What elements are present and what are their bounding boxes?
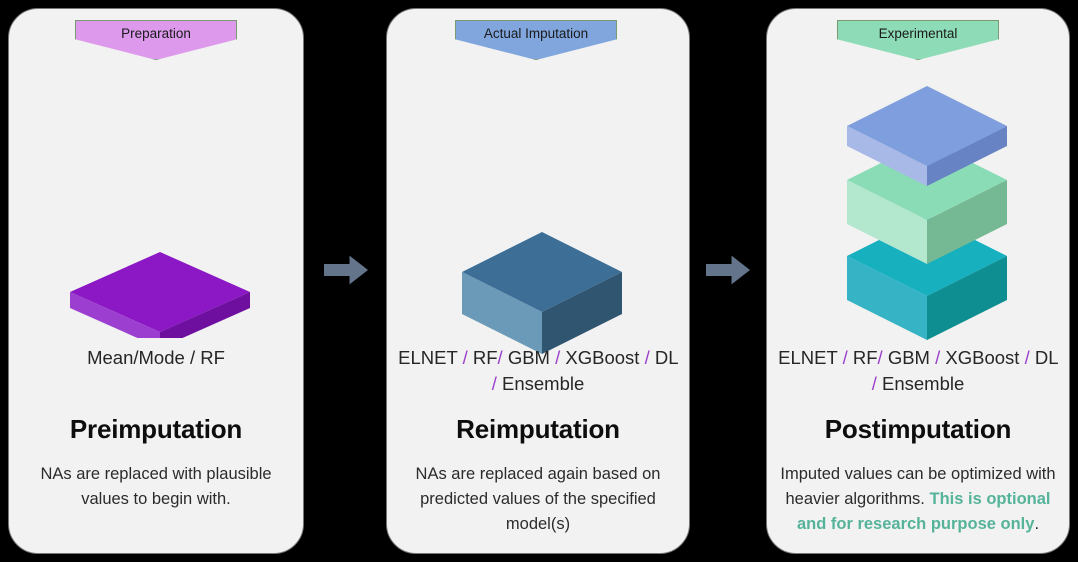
models-separator: / xyxy=(842,347,848,368)
models-list-postimputation: ELNET / RF/ GBM / XGBoost / DL / Ensembl… xyxy=(778,345,1058,396)
models-part: XGBoost xyxy=(565,347,640,368)
models-part: RF xyxy=(472,347,498,368)
arrow-right-icon xyxy=(324,255,368,285)
models-part: DL xyxy=(654,347,678,368)
models-list-reimputation: ELNET / RF/ GBM / XGBoost / DL / Ensembl… xyxy=(398,345,678,396)
models-separator: / xyxy=(935,347,941,368)
models-text: Mean/Mode / RF xyxy=(87,347,225,368)
models-part: Ensemble xyxy=(882,372,965,394)
description-preimputation: NAs are replaced with plausible values t… xyxy=(22,462,290,512)
stage-title-postimputation: Postimputation xyxy=(824,414,1012,444)
stacked-cubes-icon xyxy=(832,78,1022,353)
banner-actual-imputation-label: Actual Imputation xyxy=(483,26,589,41)
banner-preparation-label: Preparation xyxy=(121,26,191,41)
description-text: NAs are replaced again based on predicte… xyxy=(415,465,661,533)
description-tail: . xyxy=(1034,514,1040,533)
description-text: Imputed values can be optimized with hea… xyxy=(780,465,1056,508)
models-part: ELNET xyxy=(778,347,838,368)
models-separator: / xyxy=(1024,347,1030,368)
description-reimputation: NAs are replaced again based on predicte… xyxy=(400,462,676,536)
description-text: NAs are replaced with plausible values t… xyxy=(40,465,272,508)
models-part: XGBoost xyxy=(945,347,1020,368)
models-separator: / xyxy=(555,347,561,368)
description-highlight: This is optional and for research purpos… xyxy=(796,489,1051,533)
models-part: GBM xyxy=(887,347,930,368)
models-part: GBM xyxy=(507,347,550,368)
models-part: DL xyxy=(1034,347,1058,368)
models-separator: / xyxy=(644,347,650,368)
models-separator: / xyxy=(871,372,877,394)
blue-cube-icon xyxy=(452,228,632,363)
stage-title-preimputation: Preimputation xyxy=(69,414,243,444)
banner-experimental-label: Experimental xyxy=(878,26,958,41)
models-separator: / xyxy=(491,372,497,394)
models-part: RF xyxy=(852,347,878,368)
stage-title-reimputation: Reimputation xyxy=(456,414,620,444)
purple-slab-icon xyxy=(60,248,260,348)
models-part: Ensemble xyxy=(502,372,585,394)
models-separator: / xyxy=(497,347,503,368)
models-part: ELNET xyxy=(398,347,458,368)
arrow-right-icon xyxy=(706,255,750,285)
models-list-preimputation: Mean/Mode / RF xyxy=(18,345,294,371)
description-postimputation: Imputed values can be optimized with hea… xyxy=(778,462,1058,536)
models-separator: / xyxy=(877,347,883,368)
models-separator: / xyxy=(462,347,468,368)
